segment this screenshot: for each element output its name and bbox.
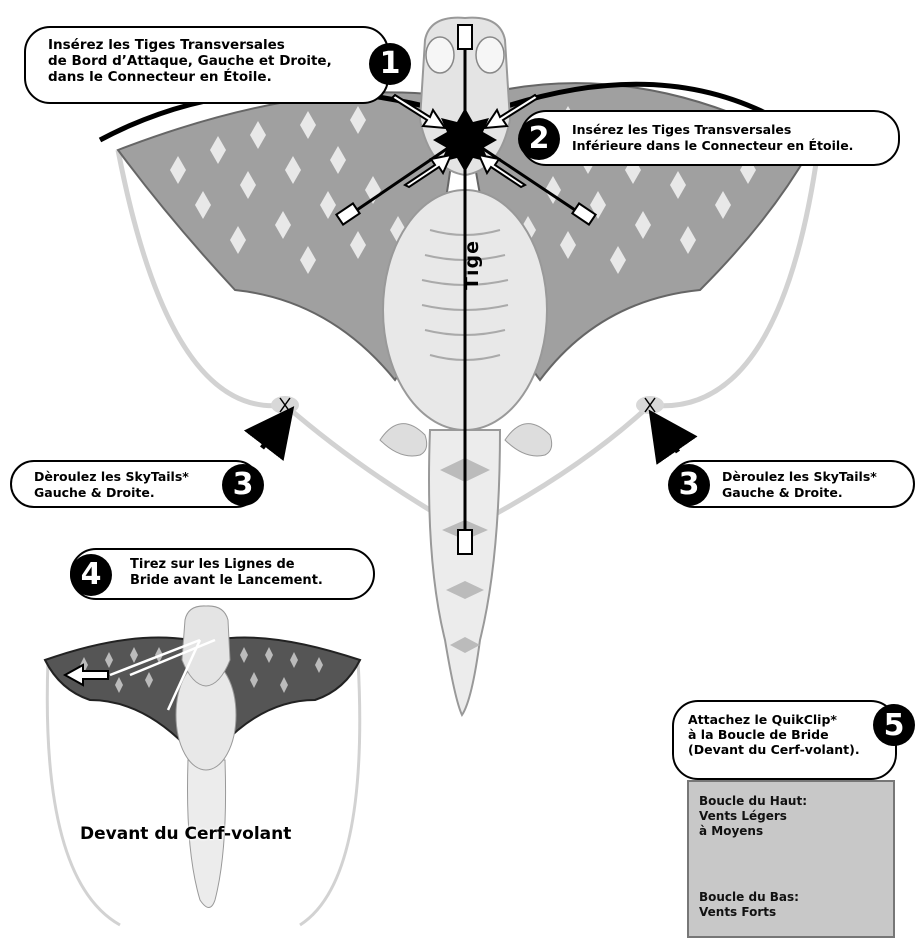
front-view-label: Devant du Cerf-volant (80, 824, 291, 844)
step5-line2: à la Boucle de Bride (688, 727, 895, 742)
bridle-loop-box: Boucle du Haut: Vents Légers à Moyens Bo… (687, 780, 895, 938)
step3-right-line1: Dèroulez les SkyTails* (722, 469, 913, 485)
top-loop-line1: Boucle du Haut: (699, 794, 807, 809)
step1-line3: dans le Connecteur en Étoile. (48, 69, 387, 85)
step1-callout: Insérez les Tiges Transversales de Bord … (24, 26, 389, 104)
step3-left-callout: Dèroulez les SkyTails* Gauche & Droite. … (10, 460, 260, 508)
step1-number: 1 (369, 43, 411, 85)
bottom-loop-label: Boucle du Bas: Vents Forts (699, 890, 799, 920)
skytail-bundle-right (636, 396, 664, 414)
top-loop-line3: à Moyens (699, 824, 807, 839)
top-loop-label: Boucle du Haut: Vents Légers à Moyens (699, 794, 807, 839)
step2-number: 2 (518, 118, 560, 160)
step4-callout: 4 Tirez sur les Lignes de Bride avant le… (70, 548, 375, 600)
spine-label: Tige (461, 240, 483, 290)
step4-line1: Tirez sur les Lignes de (130, 557, 373, 573)
step2-line1: Insérez les Tiges Transversales (572, 122, 898, 138)
step4-number: 4 (70, 554, 112, 596)
step5-callout: Attachez le QuikClip* à la Boucle de Bri… (672, 700, 897, 780)
step3-right-line2: Gauche & Droite. (722, 485, 913, 501)
right-claw (505, 424, 552, 456)
step2-callout: 2 Insérez les Tiges Transversales Inféri… (520, 110, 900, 166)
skytail-bundle-left (271, 396, 299, 414)
step3-left-number: 3 (222, 464, 264, 506)
spine-cap-top (458, 25, 472, 49)
step5-line1: Attachez le QuikClip* (688, 712, 895, 727)
left-claw (380, 424, 427, 456)
step3-right-number: 3 (668, 464, 710, 506)
spine-cap-bottom (458, 530, 472, 554)
step4-line2: Bride avant le Lancement. (130, 573, 373, 589)
step1-line2: de Bord d’Attaque, Gauche et Droite, (48, 53, 387, 69)
step5-number: 5 (873, 704, 915, 746)
bottom-loop-line2: Vents Forts (699, 905, 799, 920)
step2-line2: Inférieure dans le Connecteur en Étoile. (572, 138, 898, 154)
step1-line1: Insérez les Tiges Transversales (48, 37, 387, 53)
step3-right-callout: 3 Dèroulez les SkyTails* Gauche & Droite… (670, 460, 915, 508)
small-kite-front-view (45, 606, 360, 925)
top-loop-line2: Vents Légers (699, 809, 807, 824)
bottom-loop-line1: Boucle du Bas: (699, 890, 799, 905)
step5-line3: (Devant du Cerf-volant). (688, 742, 895, 757)
